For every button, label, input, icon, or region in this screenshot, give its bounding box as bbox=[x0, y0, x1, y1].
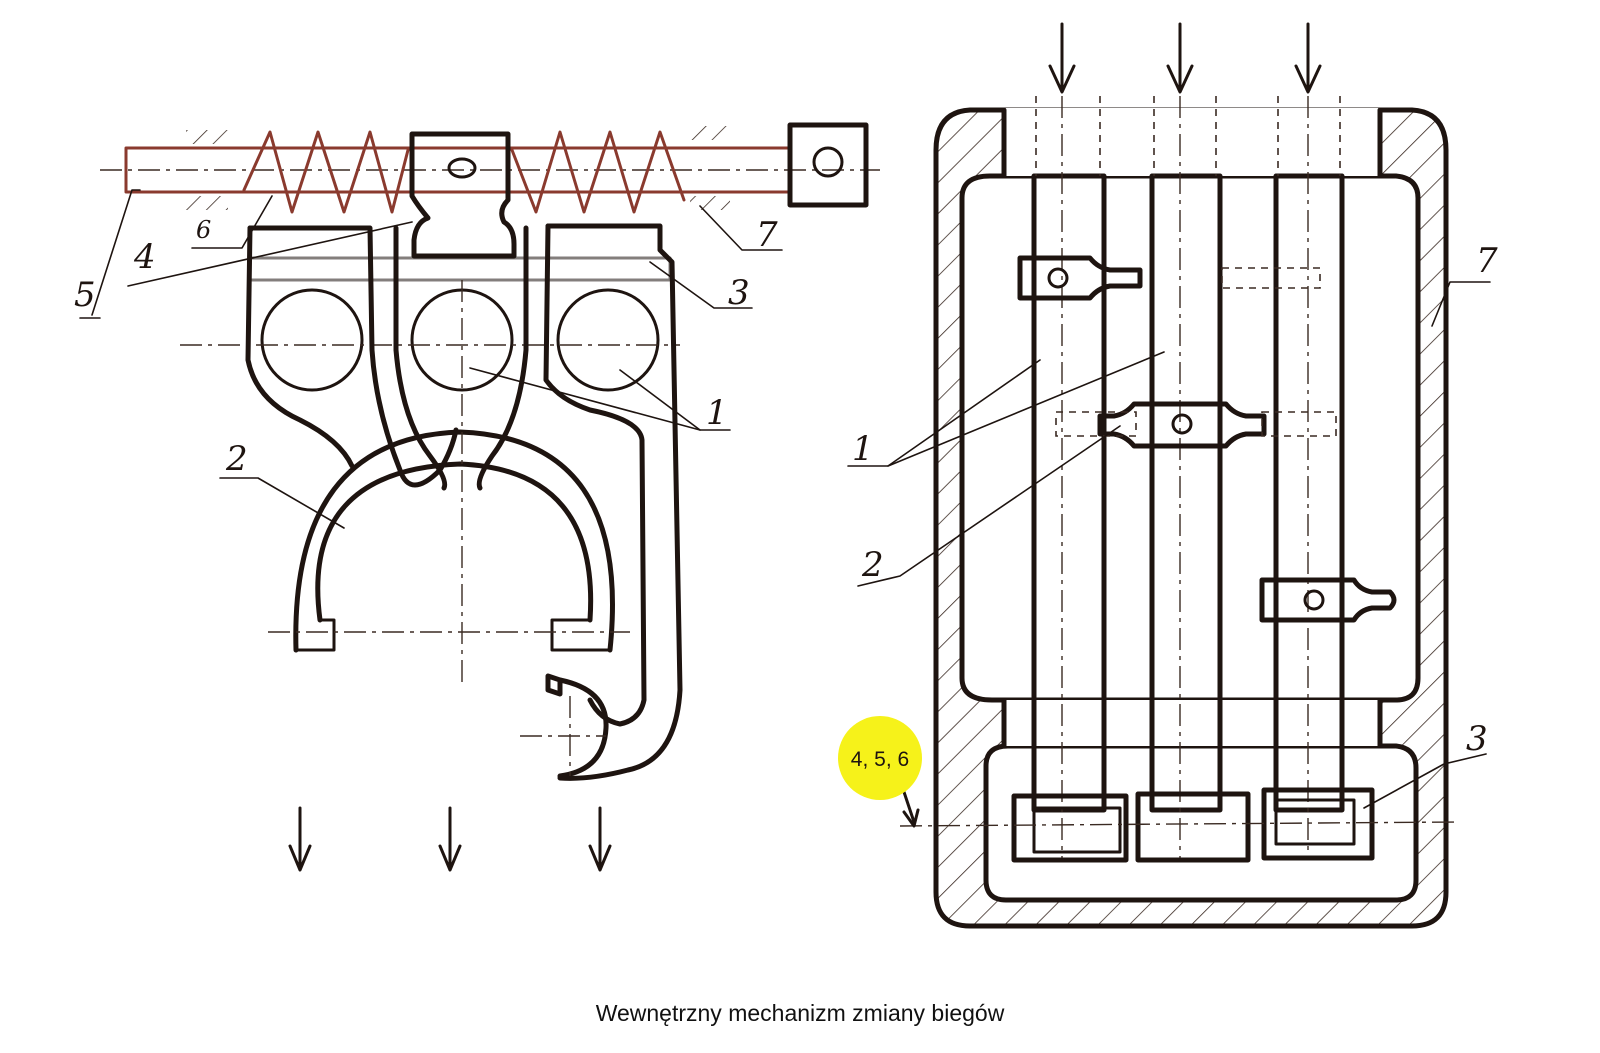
right-label-1: 1 bbox=[852, 429, 874, 469]
left-label-5: 5 bbox=[74, 275, 96, 315]
interlock-blocks bbox=[899, 787, 1459, 863]
force-arrows-left bbox=[288, 806, 612, 872]
selector-finger bbox=[409, 131, 517, 259]
right-label-2: 2 bbox=[861, 545, 884, 585]
callout-highlight bbox=[838, 716, 922, 800]
left-label-7: 7 bbox=[756, 215, 778, 255]
left-label-3: 3 bbox=[728, 273, 750, 313]
callout-label: 4, 5, 6 bbox=[851, 748, 909, 771]
right-label-3: 3 bbox=[1466, 719, 1488, 759]
shift-forks bbox=[245, 223, 683, 781]
selector-rod bbox=[100, 122, 880, 208]
spring-left bbox=[242, 130, 410, 214]
spring-right bbox=[510, 130, 686, 214]
left-label-1: 1 bbox=[706, 393, 728, 433]
shift-rails-section bbox=[180, 256, 680, 392]
left-leader-lines bbox=[79, 189, 783, 529]
gearbox-housing bbox=[933, 107, 1449, 929]
force-arrows-right bbox=[1048, 22, 1322, 94]
right-top-view: 4, 5, 6 1 2 7 3 bbox=[838, 22, 1498, 929]
left-label-4: 4 bbox=[133, 237, 156, 277]
shift-rails-top bbox=[1031, 96, 1345, 860]
left-section-view: 5 4 6 7 3 1 2 bbox=[74, 122, 880, 872]
figure-caption: Wewnętrzny mechanizm zmiany biegów bbox=[595, 1000, 1005, 1026]
shift-forks-top bbox=[1017, 255, 1397, 623]
left-label-6: 6 bbox=[196, 216, 211, 244]
right-label-7: 7 bbox=[1476, 241, 1498, 281]
left-label-2: 2 bbox=[225, 439, 248, 479]
